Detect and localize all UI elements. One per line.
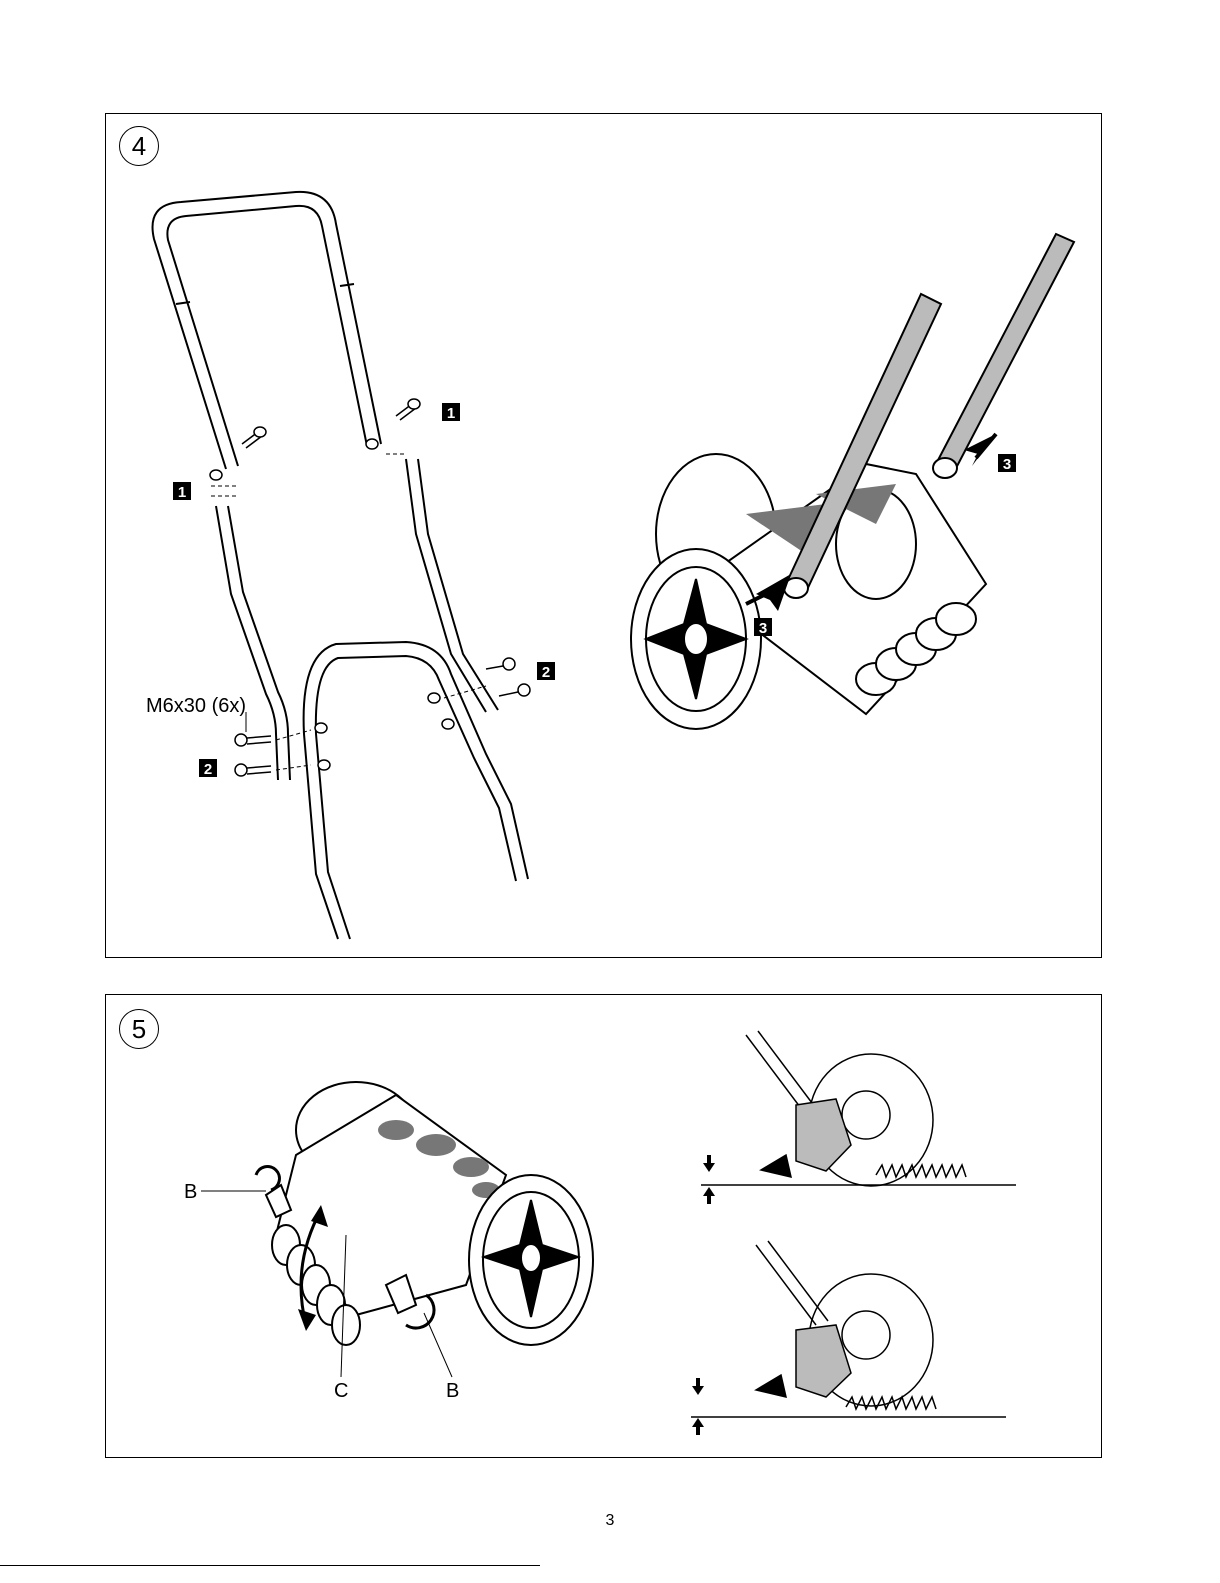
label-c: C [334,1380,348,1402]
step-5-panel: 5 [105,994,1102,1458]
lower-right-screws [428,658,530,729]
cut-height-low-arrows [692,1378,704,1435]
mower-adjust-view [266,1082,593,1345]
height-adjust-illustration: B C B [106,995,1103,1459]
step-4-panel: 4 [105,113,1102,958]
badge-1-right-text: 1 [447,405,455,422]
badge-2-left-text: 2 [204,761,212,778]
badge-3-left-text: 3 [759,620,767,637]
screw-spec-label: M6x30 (6x) [146,695,246,717]
page-number: 3 [0,1512,1220,1530]
upper-handle [153,192,381,469]
badge-1-left-text: 1 [178,484,186,501]
footer-rule [0,1565,540,1566]
badge-2-right-text: 2 [542,664,550,681]
handle-assembly-illustration: 1 1 2 2 M6x30 (6x) [106,114,1103,959]
label-b-left: B [184,1181,197,1203]
lower-handle [304,642,528,939]
cut-height-high-view [701,1031,1016,1186]
middle-tubes [216,459,498,780]
upper-left-bolt [210,427,266,480]
lower-left-screws [235,723,330,776]
badge-3-right-text: 3 [1003,456,1011,473]
cut-height-low-view [691,1241,1006,1417]
mower-illustration [631,454,986,729]
label-b-right: B [446,1380,459,1402]
cut-height-high-arrows [703,1155,715,1204]
